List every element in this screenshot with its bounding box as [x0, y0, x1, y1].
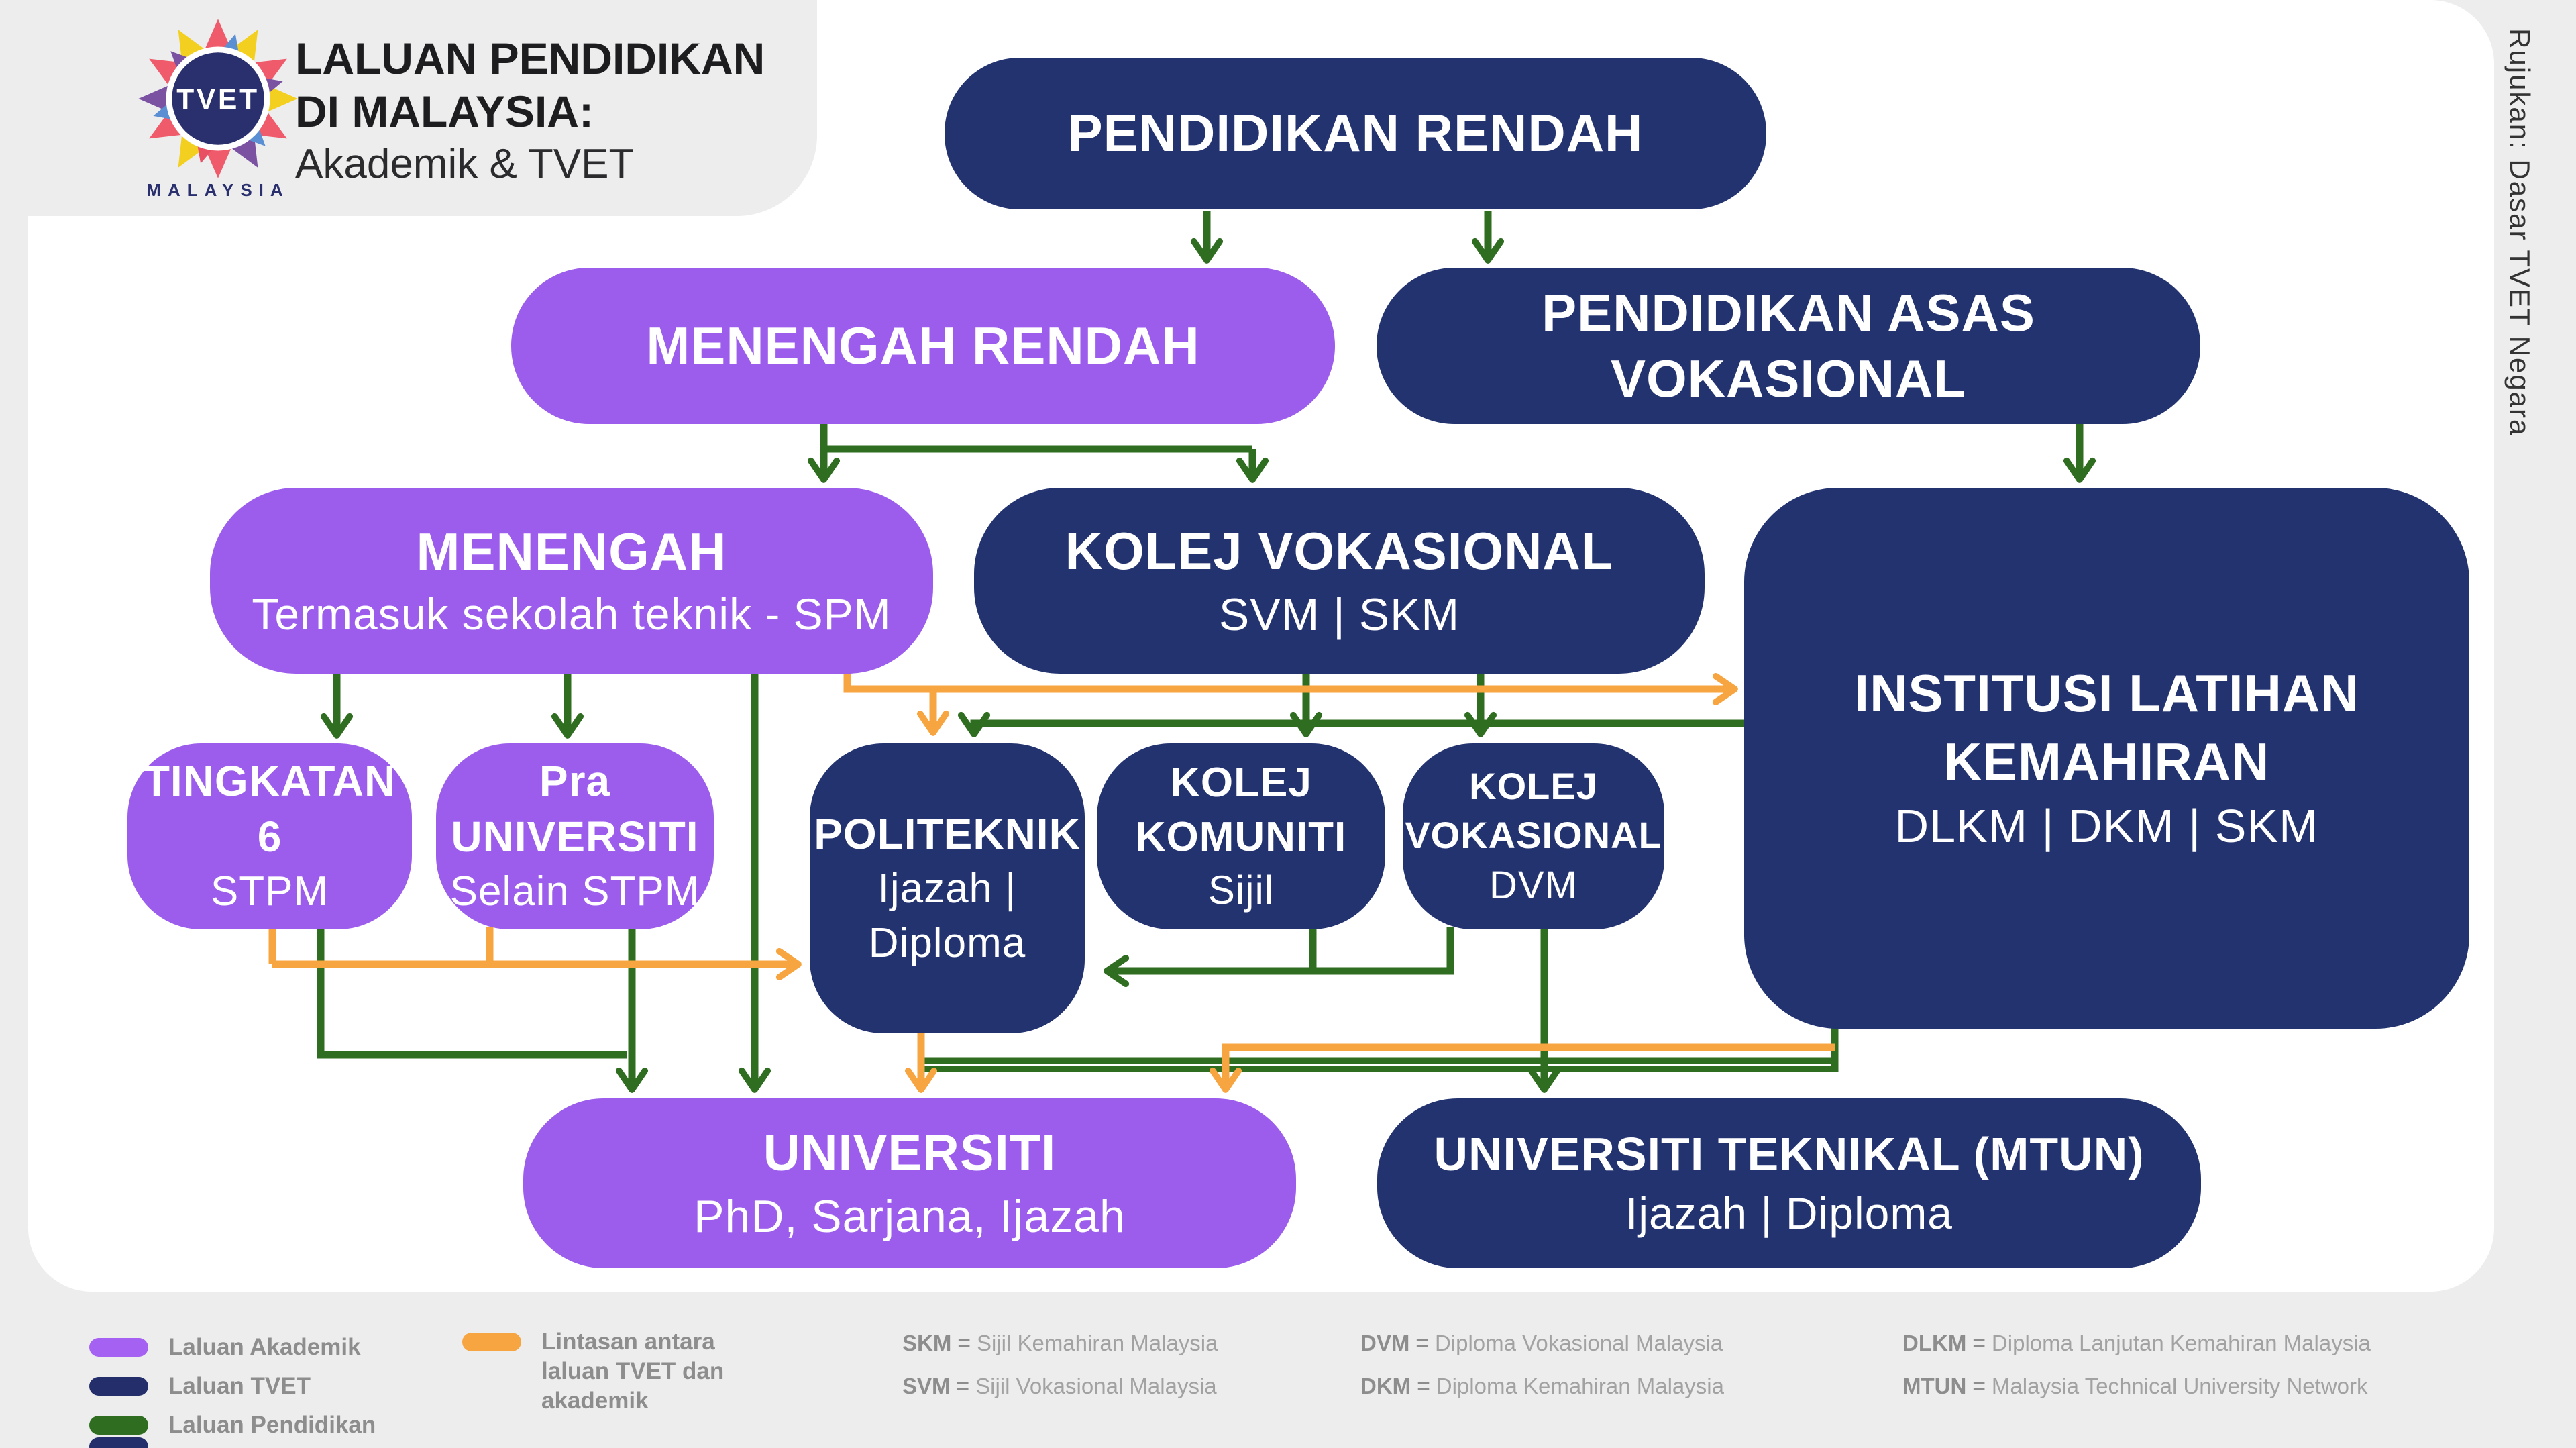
abbr-dvm: DVM = Diploma Vokasional Malaysia — [1360, 1331, 1723, 1355]
legend-pill-lintasan — [462, 1333, 521, 1351]
node-politeknik: POLITEKNIK Ijazah | Diploma — [810, 743, 1085, 1033]
node-pra-universiti: Pra UNIVERSITI Selain STPM — [436, 743, 714, 929]
node-menengah-rendah: MENENGAH RENDAH — [511, 268, 1335, 424]
node-tingkatan-6: TINGKATAN 6 STPM — [127, 743, 412, 929]
legend-item-lintasan: Lintasan antara laluan TVET dan akademik — [462, 1329, 724, 1415]
page-subtitle: Akademik & TVET — [295, 141, 635, 188]
node-menengah: MENENGAH Termasuk sekolah teknik - SPM — [210, 488, 933, 674]
tvet-malaysia-logo: TVET — [138, 19, 298, 178]
legend-pill-akademik — [89, 1337, 148, 1357]
node-pendidikan-rendah: PENDIDIKAN RENDAH — [945, 58, 1766, 209]
legend-pill-clipped — [89, 1437, 148, 1448]
node-pendidikan-asas-vokasional: PENDIDIKAN ASAS VOKASIONAL — [1377, 268, 2200, 424]
legend-item-akademik: Laluan Akademik — [89, 1333, 361, 1362]
node-kolej-vokasional: KOLEJ VOKASIONAL SVM | SKM — [974, 488, 1705, 674]
logo-malaysia-label: MALAYSIA — [146, 180, 290, 200]
node-universiti-teknikal-mtun: UNIVERSITI TEKNIKAL (MTUN) Ijazah | Dipl… — [1377, 1098, 2201, 1268]
node-universiti: UNIVERSITI PhD, Sarjana, Ijazah — [523, 1098, 1296, 1268]
abbr-mtun: MTUN = Malaysia Technical University Net… — [1902, 1374, 2368, 1398]
node-institusi-latihan-kemahiran: INSTITUSI LATIHAN KEMAHIRAN DLKM | DKM |… — [1744, 488, 2469, 1029]
abbr-svm: SVM = Sijil Vokasional Malaysia — [902, 1374, 1217, 1398]
legend-pill-pendidikan — [89, 1415, 148, 1435]
page-title: LALUAN PENDIDIKAN DI MALAYSIA: — [295, 34, 765, 137]
legend-item-pendidikan: Laluan Pendidikan — [89, 1410, 376, 1440]
legend-item-tvet: Laluan TVET — [89, 1372, 311, 1401]
abbr-dkm: DKM = Diploma Kemahiran Malaysia — [1360, 1374, 1724, 1398]
logo-text: TVET — [176, 84, 260, 115]
legend-pill-tvet — [89, 1376, 148, 1396]
node-kolej-vokasional-dvm: KOLEJ VOKASIONAL DVM — [1403, 743, 1664, 929]
abbr-dlkm: DLKM = Diploma Lanjutan Kemahiran Malays… — [1902, 1331, 2371, 1355]
abbr-skm: SKM = Sijil Kemahiran Malaysia — [902, 1331, 1218, 1355]
node-kolej-komuniti: KOLEJ KOMUNITI Sijil — [1097, 743, 1385, 929]
header-block: TVET MALAYSIA LALUAN PENDIDIKAN DI MALAY… — [0, 0, 817, 216]
reference-note: Rujukan: Dasar TVET Negara — [2504, 28, 2536, 437]
